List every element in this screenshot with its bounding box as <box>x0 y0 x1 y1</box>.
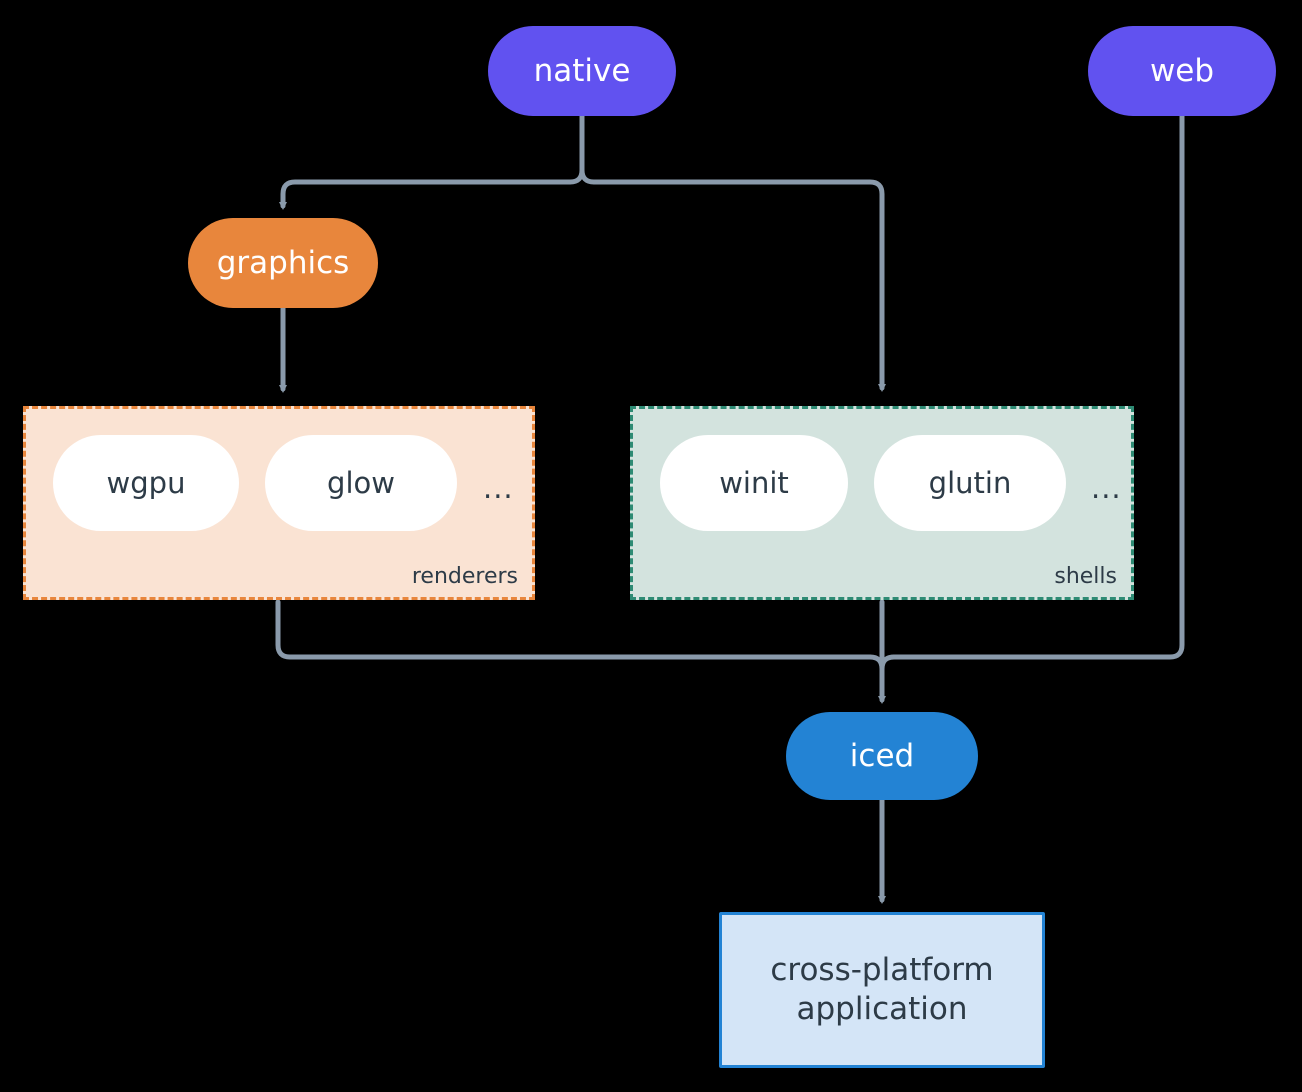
group-renderers[interactable]: wgpu glow ... renderers <box>23 406 535 600</box>
node-native-label: native <box>533 52 631 89</box>
leaf-glutin[interactable]: glutin <box>874 435 1066 531</box>
node-iced[interactable]: iced <box>786 712 978 800</box>
node-application-line2: application <box>796 991 968 1027</box>
leaf-glow-label: glow <box>327 466 395 500</box>
node-iced-label: iced <box>849 737 915 774</box>
leaf-winit[interactable]: winit <box>660 435 848 531</box>
node-web-label: web <box>1149 52 1215 89</box>
edge-merge-left <box>867 654 885 672</box>
edge-native-bus <box>579 113 597 185</box>
node-graphics[interactable]: graphics <box>188 218 378 308</box>
edge-merge-right <box>879 654 897 672</box>
group-shells-label: shells <box>1054 564 1117 589</box>
leaf-glutin-label: glutin <box>928 466 1012 500</box>
node-application[interactable]: cross-platform application <box>719 912 1045 1068</box>
edge-renderers-to-iced <box>275 599 873 660</box>
leaf-winit-label: winit <box>719 466 789 500</box>
group-renderers-label: renderers <box>411 564 518 589</box>
leaf-glow[interactable]: glow <box>265 435 457 531</box>
edge-native-to-shells <box>591 179 886 392</box>
edge-native-to-graphics <box>279 179 573 210</box>
leaf-wgpu[interactable]: wgpu <box>53 435 239 531</box>
edge-native-bus-left <box>567 167 585 185</box>
leaf-wgpu-label: wgpu <box>106 466 186 500</box>
node-application-line1: cross-platform <box>770 952 994 989</box>
shells-more-ellipsis: ... <box>1091 471 1122 505</box>
renderers-more-ellipsis: ... <box>483 471 514 505</box>
group-shells[interactable]: winit glutin ... shells <box>630 406 1134 600</box>
node-web[interactable]: web <box>1088 26 1276 116</box>
node-native[interactable]: native <box>488 26 676 116</box>
node-graphics-label: graphics <box>216 244 350 281</box>
